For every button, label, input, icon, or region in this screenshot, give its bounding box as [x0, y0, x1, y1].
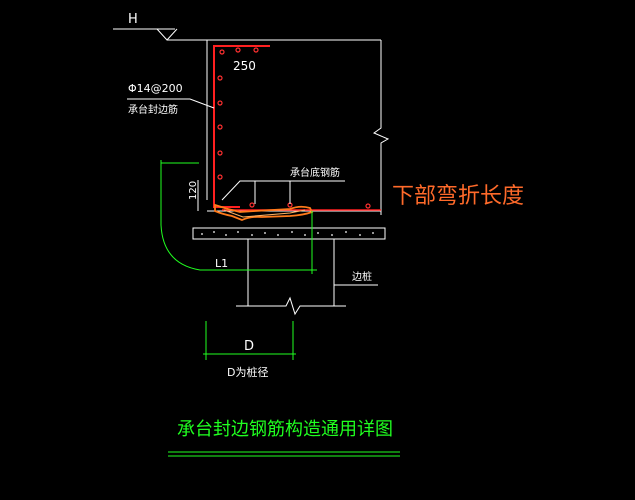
bend-length-note: 下部弯折长度	[392, 184, 524, 209]
dim-120-label: 120	[188, 181, 199, 200]
rebar-spec-label: Φ14@200	[128, 82, 183, 95]
side-rebar	[213, 45, 270, 208]
edge-pile	[236, 239, 346, 316]
pile-label: 边桩	[352, 270, 372, 283]
bottom-rebar-leader	[221, 180, 345, 204]
bend-highlight	[214, 203, 314, 221]
cover-250-label: 250	[233, 59, 256, 73]
bedding-hatch	[201, 231, 374, 236]
pile-break-line	[236, 296, 346, 316]
cap-right-edge-break	[372, 40, 390, 215]
d-dimension	[203, 321, 296, 360]
side-rebar-label: 承台封边筋	[128, 103, 178, 116]
l1-dimension	[160, 160, 317, 274]
l1-label: L1	[215, 257, 228, 270]
title-underline	[168, 451, 400, 457]
d-label: D	[244, 339, 254, 354]
d-note: D为桩径	[227, 365, 268, 379]
bedding-layer	[192, 227, 386, 240]
bottom-rebar-label: 承台底钢筋	[290, 166, 340, 179]
side-rebar-leader	[127, 98, 215, 109]
bedding-rect	[192, 227, 386, 240]
side-rebar-bar	[213, 45, 270, 208]
pile-cap-outline	[167, 39, 390, 215]
drawing-title: 承台封边钢筋构造通用详图	[177, 419, 393, 440]
elevation-label: H	[128, 12, 138, 27]
bend-highlight-inner	[223, 209, 306, 218]
